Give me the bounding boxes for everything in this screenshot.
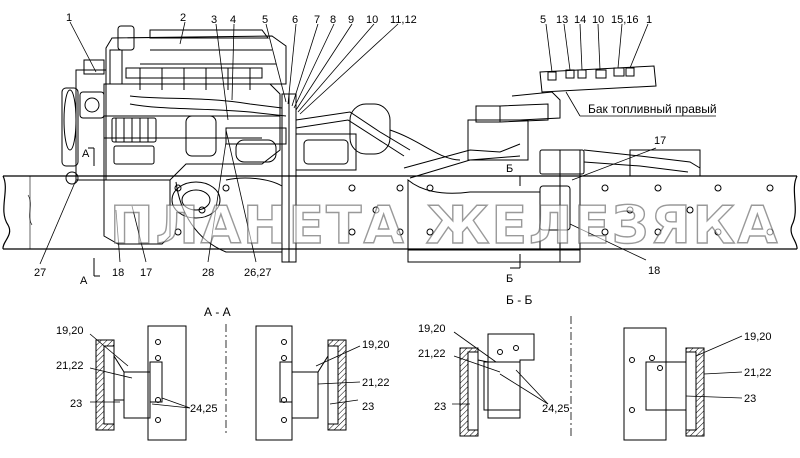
- detail-a-a-right: [255, 325, 347, 441]
- callout-3: 3: [211, 14, 217, 26]
- section-mark-a-bottom: А: [80, 275, 88, 287]
- section-cut-lines: [88, 147, 521, 277]
- callout-6: 6: [292, 14, 298, 26]
- d3-callout-23: 23: [434, 401, 446, 413]
- leader-lines: [39, 21, 716, 265]
- tank-callout-14: 14: [574, 14, 586, 26]
- tank-callout-1: 1: [646, 14, 652, 26]
- center-lines: [225, 316, 572, 436]
- callout-17-right: 17: [654, 135, 666, 147]
- callout-8: 8: [330, 14, 336, 26]
- frame-rail: [2, 175, 798, 250]
- d1-callout-23: 23: [70, 398, 82, 410]
- callout-5: 5: [262, 14, 268, 26]
- callout-17: 17: [140, 267, 152, 279]
- d4-callout-19-20: 19,20: [744, 331, 772, 343]
- d2-callout-21-22: 21,22: [362, 377, 390, 389]
- callout-10: 10: [366, 14, 378, 26]
- tank-label: Бак топливный правый: [588, 102, 717, 116]
- callout-26-27: 26,27: [244, 267, 272, 279]
- detail-b-b-left: [459, 333, 535, 437]
- callout-9: 9: [348, 14, 354, 26]
- d3-callout-21-22: 21,22: [418, 348, 446, 360]
- d3-callout-19-20: 19,20: [418, 323, 446, 335]
- callout-1: 1: [66, 12, 72, 24]
- section-title-a-a: А - А: [204, 305, 231, 319]
- fuel-tank: [539, 65, 657, 93]
- detail-b-b-left-leaders: [452, 331, 549, 405]
- detail-b-b-right: [623, 327, 705, 441]
- d1-callout-19-20: 19,20: [56, 325, 84, 337]
- section-title-b-b: Б - Б: [506, 293, 533, 307]
- callout-18: 18: [112, 267, 124, 279]
- engine: [61, 25, 411, 263]
- callout-4: 4: [230, 14, 236, 26]
- d4-callout-23: 23: [744, 393, 756, 405]
- d4-callout-21-22: 21,22: [744, 367, 772, 379]
- detail-b-b-right-leaders: [685, 335, 743, 399]
- d2-callout-19-20: 19,20: [362, 339, 390, 351]
- gearbox: [295, 91, 701, 263]
- callout-27: 27: [34, 267, 46, 279]
- section-mark-b-bottom: Б: [506, 273, 513, 285]
- tank-callout-10: 10: [592, 14, 604, 26]
- callout-18-right: 18: [648, 265, 660, 277]
- detail-a-a-right-leaders: [315, 345, 361, 405]
- section-mark-a-top: А: [82, 148, 90, 160]
- callout-11-12: 11,12: [390, 14, 417, 26]
- frame-holes: [174, 184, 774, 236]
- d3-callout-24-25: 24,25: [542, 403, 570, 415]
- tank-callout-15-16: 15,16: [611, 14, 639, 26]
- detail-a-a-left: [95, 325, 187, 441]
- tank-callout-5: 5: [540, 14, 546, 26]
- callouts-main: 1 2 3 4 5 6 7 8 9 10 11,12 5 13 14 10 15…: [34, 12, 717, 287]
- d1-callout-24-25: 24,25: [190, 403, 218, 415]
- tank-callout-13: 13: [556, 14, 568, 26]
- callout-28: 28: [202, 267, 214, 279]
- section-mark-b-top: Б: [506, 163, 513, 175]
- callout-2: 2: [180, 12, 186, 24]
- d1-callout-21-22: 21,22: [56, 360, 84, 372]
- d2-callout-23: 23: [362, 401, 374, 413]
- detail-a-a-left-leaders: [89, 333, 191, 409]
- callout-7: 7: [314, 14, 320, 26]
